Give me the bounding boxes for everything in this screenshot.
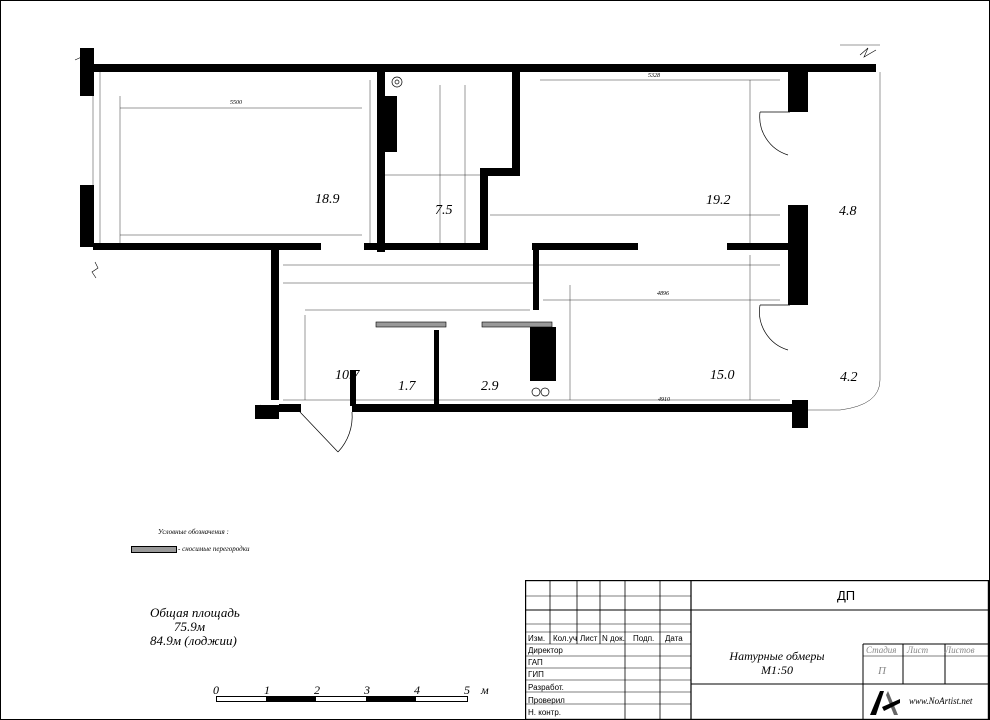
scale-bar-segment xyxy=(266,697,316,701)
stamp-role-norm-control: Н. контр. xyxy=(528,708,562,717)
brand-logo-icon xyxy=(870,691,900,715)
stamp-stage-value: П xyxy=(878,665,886,677)
stamp-stage-label: Стадия xyxy=(866,645,897,655)
legend-title: Условные обозначения : xyxy=(158,528,229,536)
total-area-loggia: 84.9м (лоджии) xyxy=(150,633,237,648)
scale-tick-label: 3 xyxy=(364,683,370,697)
room-area-18-9: 18.9 xyxy=(315,192,340,207)
stamp-header-list: Лист xyxy=(580,634,598,643)
room-area-7-5: 7.5 xyxy=(435,203,453,218)
title-block-grid xyxy=(525,580,990,720)
room-area-1-7: 1.7 xyxy=(398,379,416,394)
room-area-4-8: 4.8 xyxy=(839,204,857,219)
stamp-header-podp: Подп. xyxy=(633,634,655,643)
stamp-header-izm: Изм. xyxy=(528,634,546,643)
scale-unit: м xyxy=(481,683,489,697)
stamp-role-developer: Разработ. xyxy=(528,683,564,692)
scale-tick-label: 1 xyxy=(264,683,270,697)
total-area-label: Общая площадь xyxy=(150,605,240,620)
legend-swatch-partition xyxy=(131,546,177,553)
scale-tick-label: 4 xyxy=(414,683,420,697)
sheet-title-line1: Натурные обмеры xyxy=(729,649,825,663)
room-area-2-9: 2.9 xyxy=(481,379,499,394)
sheet-title: Натурные обмеры М1:50 xyxy=(691,649,863,677)
stamp-sheet-label: Лист xyxy=(907,645,929,655)
dimension-label: 5328 xyxy=(648,73,660,79)
scale-bar xyxy=(216,696,468,702)
legend-item-label: - сносимые перегородки xyxy=(178,545,250,553)
stamp-project-code: ДП xyxy=(837,588,856,603)
scale-bar-segment xyxy=(366,697,416,701)
room-area-19-2: 19.2 xyxy=(706,193,731,208)
dimension-label: 4910 xyxy=(658,397,670,403)
stamp-role-gip: ГИП xyxy=(528,670,544,679)
stamp-role-checker: Проверил xyxy=(528,696,565,705)
dimension-label: 5500 xyxy=(230,100,242,106)
stamp-header-ndok: N док. xyxy=(602,634,625,643)
stamp-header-koluch: Кол.уч xyxy=(553,634,577,643)
total-area-value: 75.9м xyxy=(174,619,206,634)
stamp-role-director: Директор xyxy=(528,646,563,655)
room-area-15-0: 15.0 xyxy=(710,368,735,383)
stamp-header-data: Дата xyxy=(665,634,683,643)
scale-tick-label: 2 xyxy=(314,683,320,697)
sheet-title-line2: М1:50 xyxy=(761,663,793,677)
room-area-4-2: 4.2 xyxy=(840,370,858,385)
stamp-sheets-label: Листов xyxy=(945,645,975,655)
room-area-10-7: 10.7 xyxy=(335,368,360,383)
scale-tick-label: 0 xyxy=(213,683,219,697)
scale-tick-label: 5 xyxy=(464,683,470,697)
brand-text: www.NoArtist.net xyxy=(909,696,973,706)
stamp-role-gap: ГАП xyxy=(528,658,543,667)
dimension-label: 4896 xyxy=(657,291,669,297)
